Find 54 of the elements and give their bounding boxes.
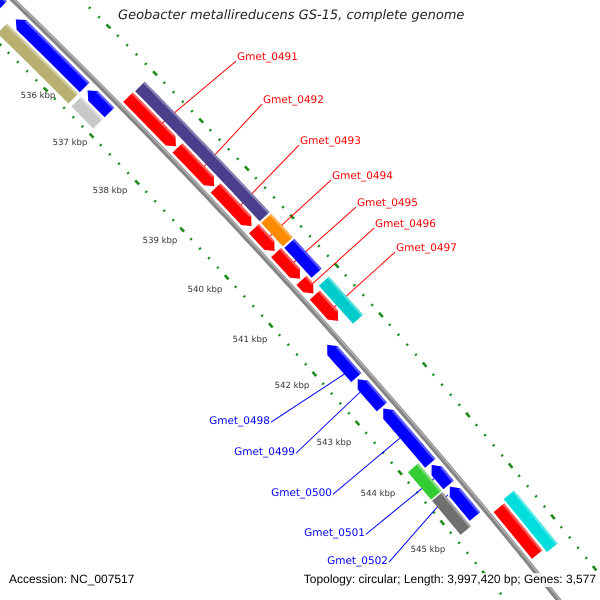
gene-feature — [261, 214, 293, 246]
gene-label: Gmet_0498 — [209, 415, 270, 428]
scale-label: 538 kbp — [92, 187, 128, 197]
scale-label: 543 kbp — [316, 439, 352, 449]
leader-line — [366, 478, 435, 535]
scale-label: 542 kbp — [274, 382, 310, 392]
gene-feature — [249, 224, 275, 251]
gene-feature — [71, 96, 103, 128]
scale-label: 541 kbp — [232, 336, 268, 346]
scale-label: 545 kbp — [410, 546, 446, 556]
accession-text: Accession: NC_007517 — [8, 573, 136, 587]
gene-label: Gmet_0499 — [234, 446, 295, 458]
gene-feature — [284, 238, 322, 278]
scale-label: 539 kbp — [142, 237, 178, 247]
gene-label: Gmet_0492 — [263, 94, 324, 106]
gene-feature — [358, 379, 387, 412]
leader-line — [312, 228, 374, 284]
gene-feature — [172, 143, 214, 186]
gene-feature — [504, 490, 558, 552]
scale-label: 544 kbp — [360, 490, 396, 500]
gene-feature — [210, 183, 252, 226]
leader-line — [332, 438, 400, 495]
title: Geobacter metallireducens GS-15, complete genome — [118, 9, 464, 24]
gene-label: Gmet_0493 — [300, 135, 361, 148]
gene-feature — [296, 276, 314, 294]
gene-label: Gmet_0501 — [304, 527, 365, 540]
gene-label: Gmet_0502 — [327, 555, 388, 568]
gene-feature — [123, 92, 176, 146]
gene-label: Gmet_0497 — [396, 242, 457, 254]
gene-feature — [383, 408, 436, 468]
gene-feature — [88, 90, 114, 118]
genome-info-text: Topology: circular; Length: 3,997,420 bp; Genes: 3,577 — [302, 573, 597, 587]
gene-label: Gmet_0494 — [332, 170, 393, 182]
scale-label: 537 kbp — [52, 139, 88, 149]
gene-label: Gmet_0495 — [357, 197, 418, 210]
scale-label: 540 kbp — [188, 286, 222, 296]
scale-label: 536 kbp — [20, 92, 56, 102]
gene-label: Gmet_0500 — [271, 487, 332, 500]
gene-feature — [432, 464, 454, 490]
gene-label: Gmet_0496 — [375, 218, 436, 230]
leader-line — [296, 392, 360, 454]
gene-feature — [0, 24, 78, 104]
gene-feature — [408, 463, 442, 500]
gene-feature — [450, 486, 480, 521]
gene-feature — [271, 248, 300, 279]
gene-feature — [432, 492, 471, 535]
leader-line — [204, 104, 262, 167]
gene-feature — [318, 276, 364, 324]
gene-feature — [327, 344, 362, 382]
gene-feature — [310, 290, 338, 321]
gene-feature — [494, 503, 542, 559]
gene-label: Gmet_0491 — [237, 51, 298, 64]
leader-line — [270, 374, 345, 423]
gene-feature — [16, 19, 90, 92]
